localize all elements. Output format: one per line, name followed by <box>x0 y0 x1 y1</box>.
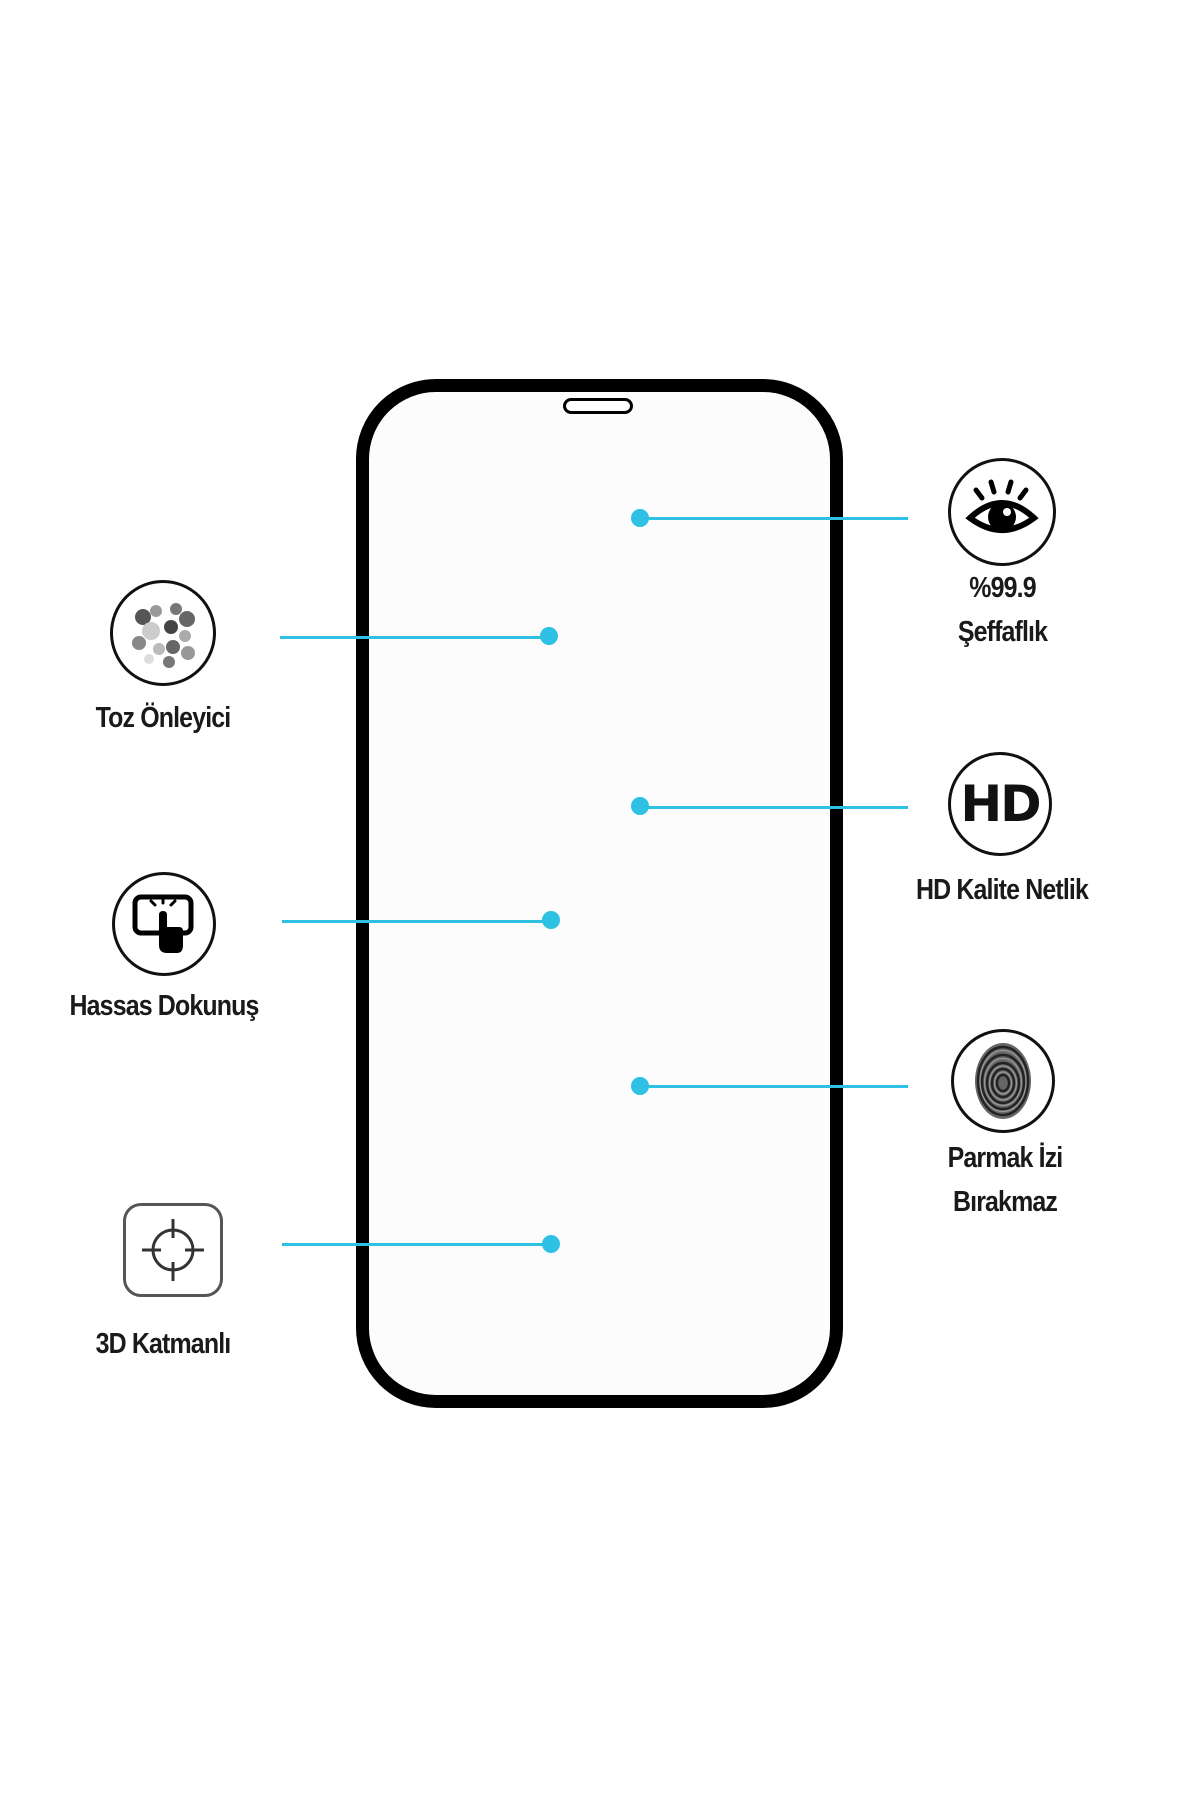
dust-badge <box>110 580 216 686</box>
crosshair-icon <box>142 1219 204 1281</box>
touch-screen-icon <box>132 894 194 953</box>
callout-dot-hd <box>631 797 649 815</box>
eye-icon <box>965 479 1039 533</box>
callout-dot-3d <box>542 1235 560 1253</box>
phone-speaker <box>563 398 633 414</box>
transparency-value: %99.9 <box>969 572 1036 604</box>
callout-line-touch <box>282 920 552 923</box>
touch-label: Hassas Dokunuş <box>69 990 260 1022</box>
dust-label: Toz Önleyici <box>95 702 232 734</box>
hd-badge: HD <box>948 752 1052 856</box>
dust-particles-icon <box>132 603 195 668</box>
callout-line-3d <box>282 1243 552 1246</box>
hd-icon: HD <box>960 775 1041 833</box>
transparency-badge <box>948 458 1056 566</box>
fingerprint-label: Parmak İzi Bırakmaz <box>947 1142 1064 1218</box>
callout-dot-touch <box>542 911 560 929</box>
fingerprint-badge <box>951 1029 1055 1133</box>
callout-line-fingerprint <box>640 1085 908 1088</box>
callout-dot-transparency <box>631 509 649 527</box>
phone-outline <box>356 379 843 1408</box>
callout-dot-dust <box>540 627 558 645</box>
touch-badge <box>112 872 216 976</box>
callout-line-dust <box>280 636 550 639</box>
callout-line-transparency <box>640 517 908 520</box>
layer3d-label: 3D Katmanlı <box>95 1328 232 1360</box>
callout-line-hd <box>640 806 908 809</box>
transparency-text: Şeffaflık <box>957 616 1048 648</box>
fingerprint-icon <box>975 1043 1031 1119</box>
transparency-label: %99.9 Şeffaflık <box>914 566 1090 654</box>
hd-label: HD Kalite Netlik <box>916 874 1089 906</box>
callout-dot-fingerprint <box>631 1077 649 1095</box>
layer3d-badge <box>123 1203 223 1297</box>
